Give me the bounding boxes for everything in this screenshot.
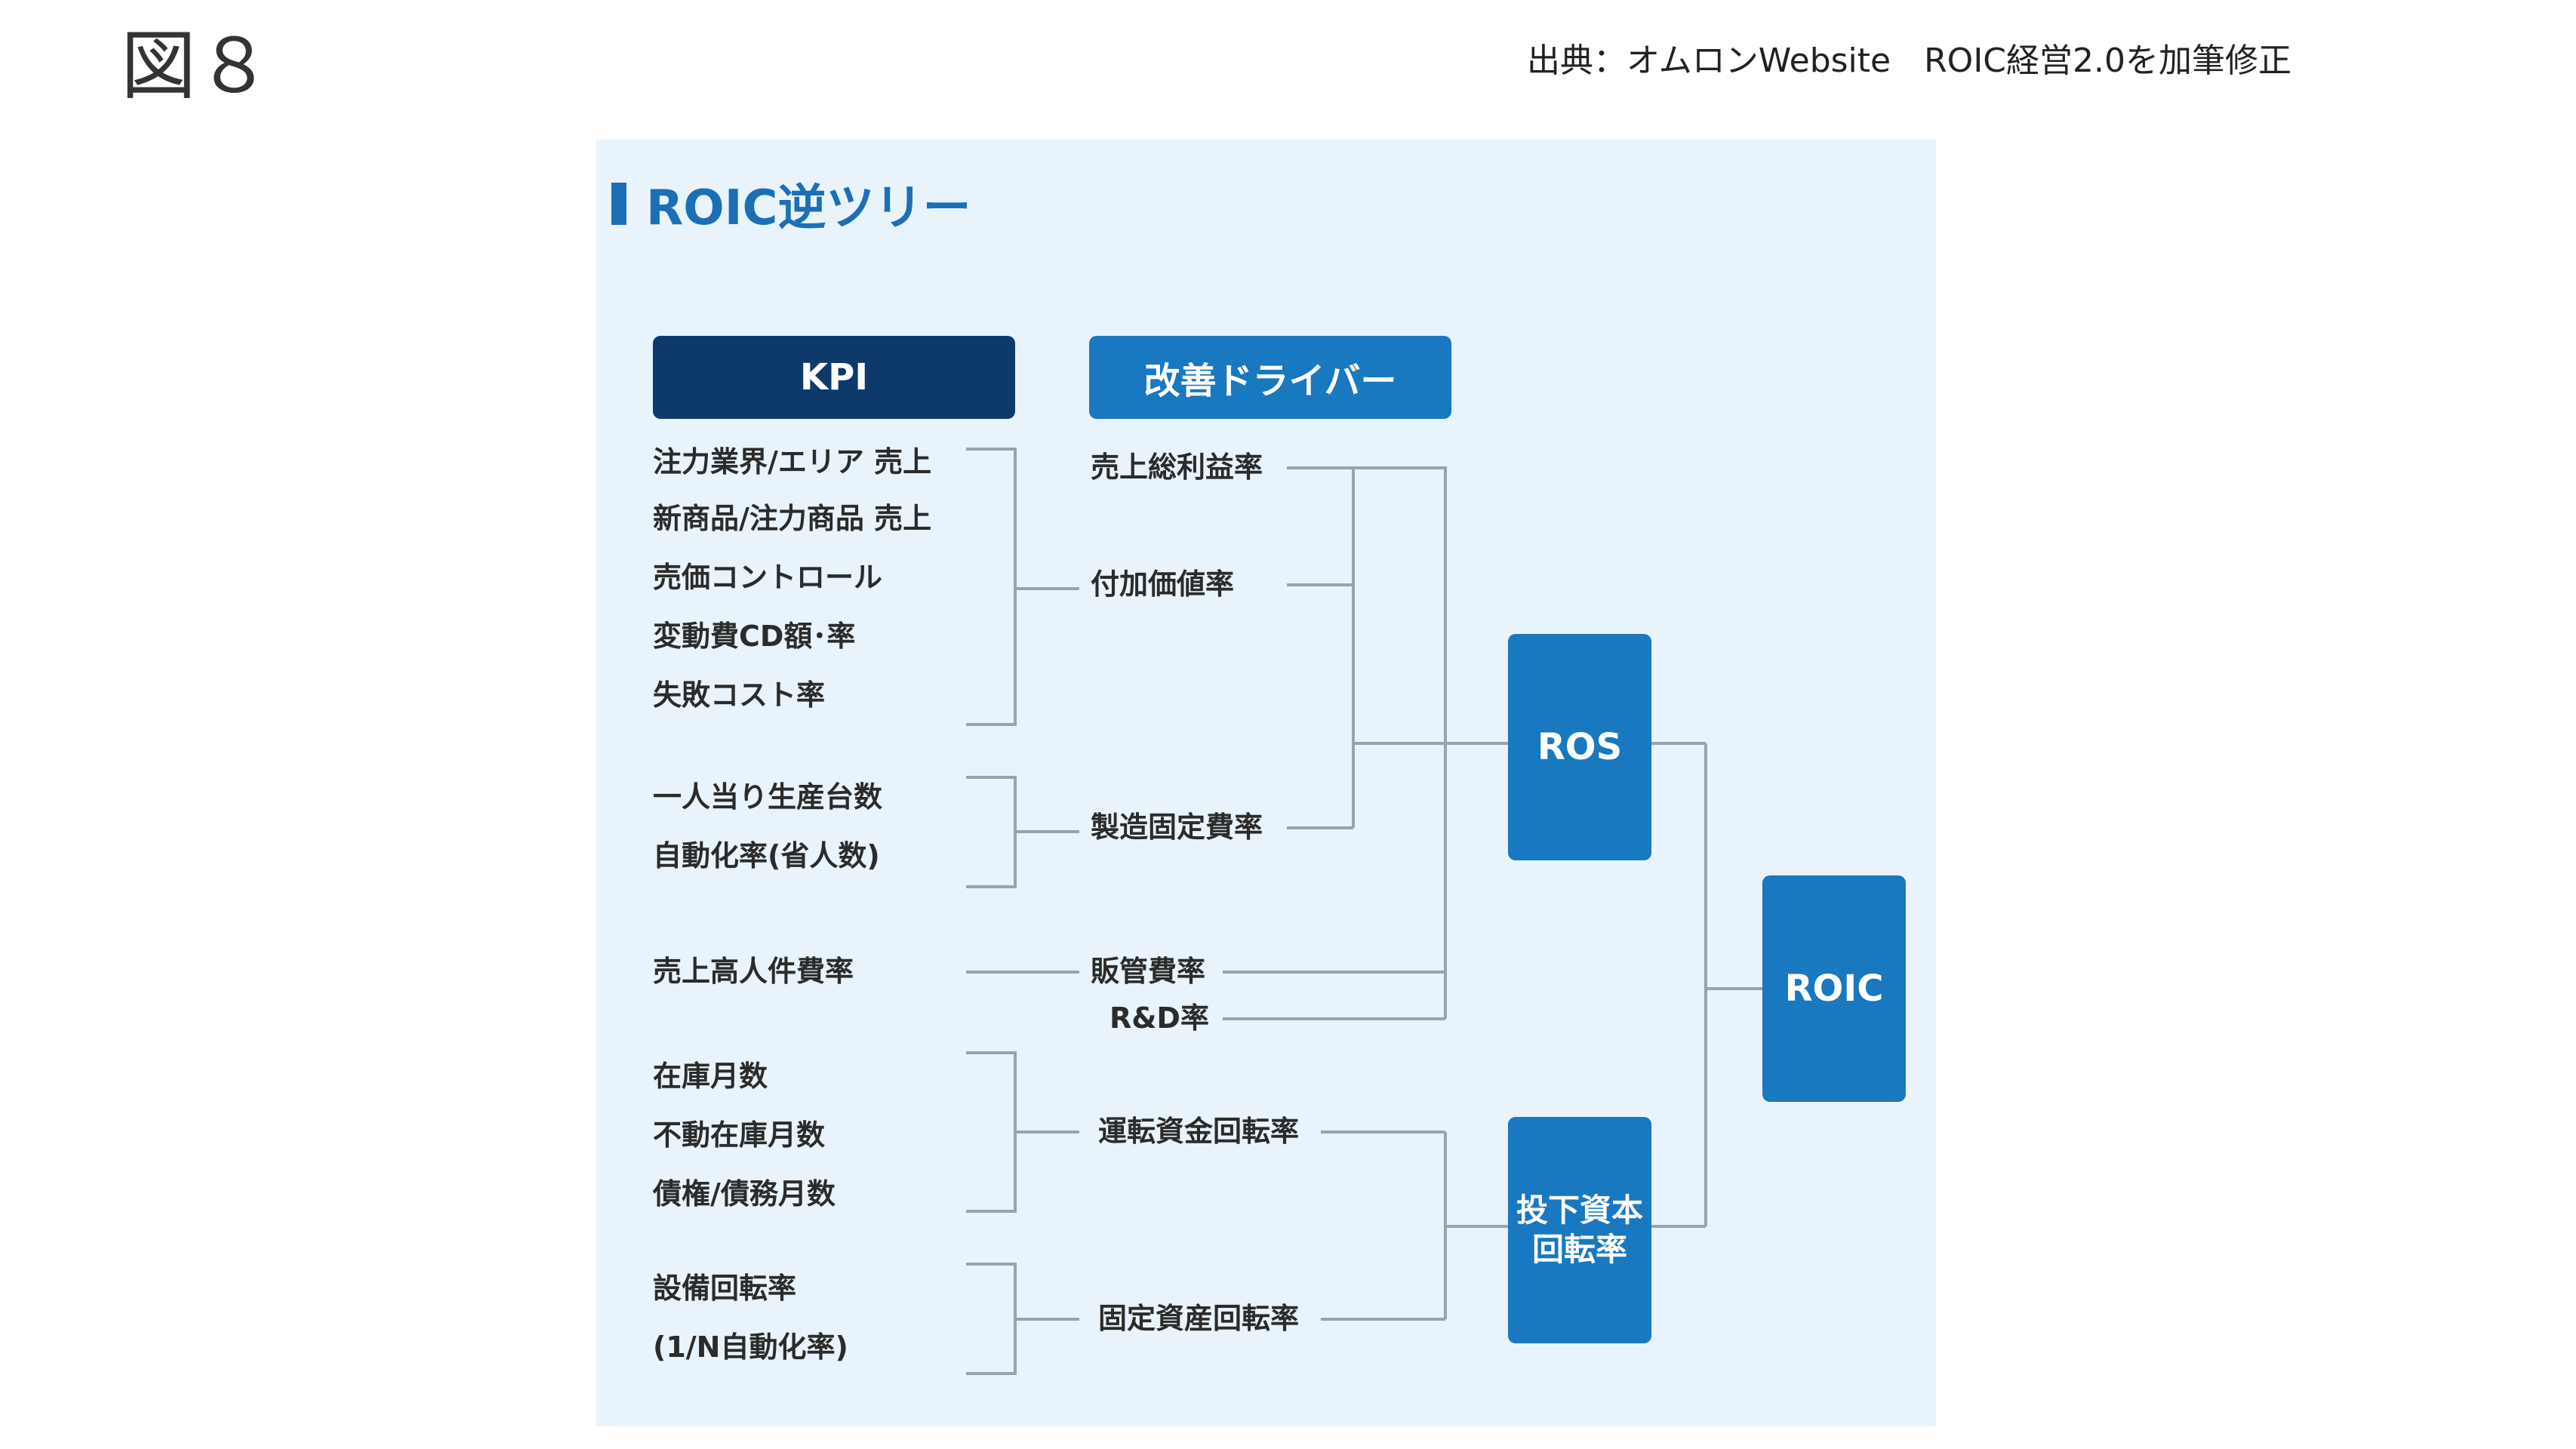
driver-label: 販管費率 — [1091, 955, 1206, 988]
kpi-header: KPI — [653, 336, 1015, 419]
source-note: 出典：オムロンWebsite ROIC経営2.0を加筆修正 — [1527, 42, 2291, 80]
connector-lines — [966, 448, 1762, 1375]
kpi-label: 新商品/注力商品 売上 — [653, 502, 932, 535]
driver-label: 固定資産回転率 — [1098, 1302, 1300, 1335]
kpi-label: 変動費CD額･率 — [653, 620, 856, 653]
kpi-label: 自動化率(省人数) — [653, 839, 880, 872]
kpi-label: (1/N自動化率) — [653, 1331, 848, 1364]
kpi-label: 一人当り生産台数 — [653, 780, 883, 814]
bracket-kpi-group-4 — [966, 1051, 1017, 1213]
roic-box: ROIC — [1762, 875, 1906, 1102]
title-bar-icon — [611, 183, 626, 225]
bracket-kpi-group-2 — [966, 776, 1017, 888]
kpi-label: 注力業界/エリア 売上 — [653, 445, 932, 478]
ros-box: ROS — [1508, 634, 1651, 860]
kpi-label: 売価コントロール — [653, 561, 883, 594]
bracket-kpi-group-5 — [966, 1263, 1017, 1375]
kpi-label: 不動在庫月数 — [653, 1118, 826, 1152]
driver-label: 運転資金回転率 — [1098, 1115, 1300, 1148]
bracket-kpi-group-1 — [966, 448, 1017, 726]
invested-capital-turnover-box: 投下資本回転率 — [1508, 1117, 1651, 1343]
kpi-label: 設備回転率 — [653, 1272, 797, 1305]
driver-label: 製造固定費率 — [1091, 811, 1263, 844]
kpi-label: 在庫月数 — [653, 1060, 768, 1093]
bracket-ros-outer — [1353, 466, 1447, 1019]
kpi-label: 失敗コスト率 — [653, 678, 826, 712]
driver-label: 売上総利益率 — [1091, 451, 1263, 484]
driver-label: 付加価値率 — [1091, 568, 1235, 601]
panel-title-text: ROIC逆ツリー — [646, 180, 971, 236]
kpi-label: 債権/債務月数 — [653, 1177, 836, 1211]
slide-label: 図８ — [121, 22, 272, 110]
panel-title: ROIC逆ツリー — [611, 170, 971, 238]
driver-label: R&D率 — [1109, 1001, 1209, 1035]
driver-header: 改善ドライバー — [1089, 336, 1451, 419]
roic-tree-panel: ROIC逆ツリー KPI 改善ドライバー 注力業界/エリア 売上 新商品/注力商… — [596, 140, 1936, 1426]
kpi-label: 売上高人件費率 — [653, 955, 854, 988]
